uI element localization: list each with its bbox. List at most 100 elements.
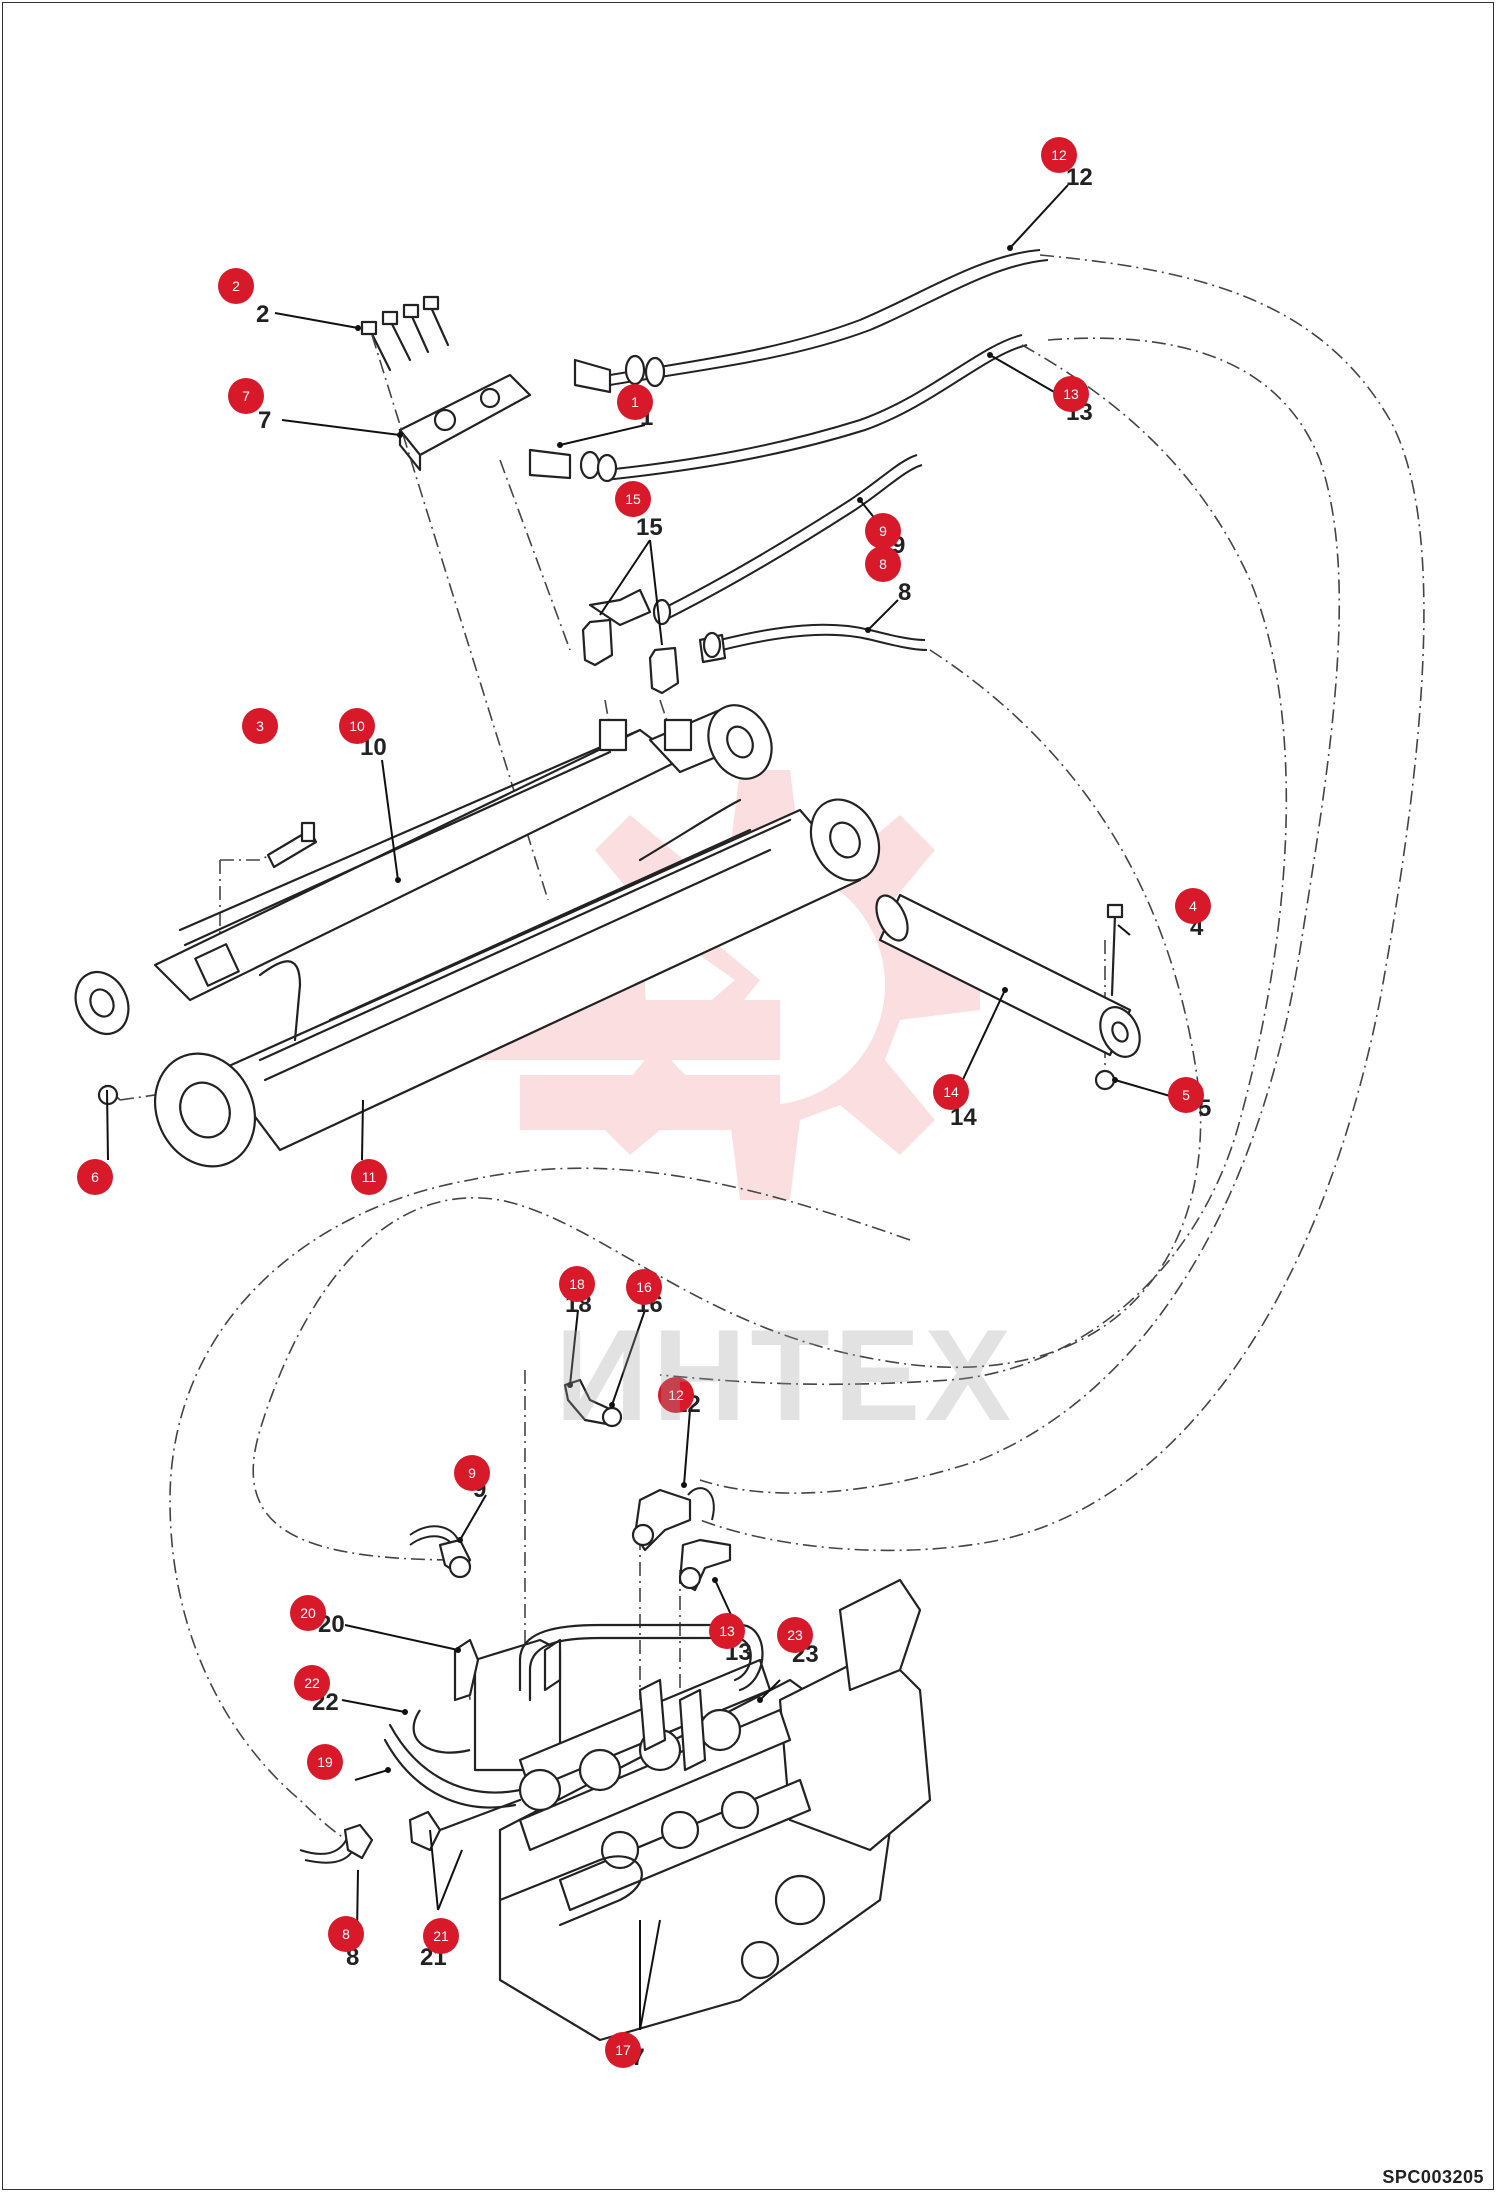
callout-11[interactable]: 11 xyxy=(351,1159,387,1195)
callout-label: 22 xyxy=(304,1675,320,1691)
callout-2[interactable]: 2 xyxy=(218,268,254,304)
callout-label: 2 xyxy=(232,278,240,294)
callout-circle[interactable] xyxy=(615,481,651,517)
callout-circle[interactable] xyxy=(351,1159,387,1195)
callout-13[interactable]: 13 xyxy=(709,1613,745,1649)
callout-circle[interactable] xyxy=(617,384,653,420)
part-number: 8 xyxy=(898,579,911,606)
hydraulic-hoses-upper xyxy=(528,249,1049,664)
part-number: 2 xyxy=(256,301,269,328)
callout-circle[interactable] xyxy=(294,1665,330,1701)
callout-9[interactable]: 9 xyxy=(865,513,901,549)
callout-label: 23 xyxy=(787,1627,803,1643)
callout-label: 1 xyxy=(631,394,639,410)
callout-circle[interactable] xyxy=(423,1918,459,1954)
callout-circle[interactable] xyxy=(218,268,254,304)
callout-label: 3 xyxy=(256,718,264,734)
callout-12[interactable]: 12 xyxy=(1041,137,1077,173)
callout-14[interactable]: 14 xyxy=(933,1074,969,1110)
callout-label: 13 xyxy=(1063,386,1079,402)
callout-19[interactable]: 19 xyxy=(307,1744,343,1780)
callout-3[interactable]: 3 xyxy=(242,708,278,744)
callout-20[interactable]: 20 xyxy=(290,1595,326,1631)
callout-8[interactable]: 8 xyxy=(865,546,901,582)
callout-circle[interactable] xyxy=(328,1916,364,1952)
callout-markers: 12 2 7 1 13 15 9 8 3 10 4 14 5 6 11 18 16 12 9 20 13 23 22 19 8 2… xyxy=(77,137,1211,2068)
callout-label: 4 xyxy=(1189,898,1197,914)
callout-label: 8 xyxy=(879,556,887,572)
callout-label: 8 xyxy=(342,1926,350,1942)
callout-4[interactable]: 4 xyxy=(1175,888,1211,924)
bolt-3-and-nut-6 xyxy=(97,821,318,1106)
callout-circle[interactable] xyxy=(1175,888,1211,924)
manifold-block xyxy=(398,373,532,472)
callout-23[interactable]: 23 xyxy=(777,1617,813,1653)
callout-circle[interactable] xyxy=(658,1377,694,1413)
callout-1[interactable]: 1 xyxy=(617,384,653,420)
callout-circle[interactable] xyxy=(339,708,375,744)
callout-label: 14 xyxy=(943,1084,959,1100)
callout-circle[interactable] xyxy=(1053,376,1089,412)
callout-5[interactable]: 5 xyxy=(1168,1077,1204,1113)
callout-circle[interactable] xyxy=(777,1617,813,1653)
callout-circle[interactable] xyxy=(933,1074,969,1110)
callout-16[interactable]: 16 xyxy=(626,1269,662,1305)
callout-circle[interactable] xyxy=(1041,137,1077,173)
callout-6[interactable]: 6 xyxy=(77,1159,113,1195)
part-number: 15 xyxy=(636,514,663,541)
callout-circle[interactable] xyxy=(307,1744,343,1780)
callout-12[interactable]: 12 xyxy=(658,1377,694,1413)
watermark-text: ИНТЕХ xyxy=(555,1302,1016,1448)
callout-circle[interactable] xyxy=(242,708,278,744)
callout-22[interactable]: 22 xyxy=(294,1665,330,1701)
hydraulic-cylinder-10 xyxy=(74,704,773,1035)
callout-13[interactable]: 13 xyxy=(1053,376,1089,412)
callout-circle[interactable] xyxy=(228,378,264,414)
callout-circle[interactable] xyxy=(559,1266,595,1302)
callout-circle[interactable] xyxy=(290,1595,326,1631)
callout-21[interactable]: 21 xyxy=(423,1918,459,1954)
callout-label: 18 xyxy=(569,1276,585,1292)
callout-circle[interactable] xyxy=(605,2032,641,2068)
callout-label: 19 xyxy=(317,1754,333,1770)
fittings-18-16 xyxy=(563,1378,623,1428)
callout-label: 20 xyxy=(300,1605,316,1621)
callout-label: 16 xyxy=(636,1279,652,1295)
callout-label: 5 xyxy=(1182,1087,1190,1103)
callout-label: 6 xyxy=(91,1169,99,1185)
callout-circle[interactable] xyxy=(1168,1077,1204,1113)
callout-9[interactable]: 9 xyxy=(454,1455,490,1491)
part-number-labels: 12 2 7 1 13 15 9 8 10 4 14 5 18 16 12 9 … xyxy=(106,164,1211,2071)
callout-label: 13 xyxy=(719,1623,735,1639)
mounting-bolts xyxy=(360,295,450,372)
callout-17[interactable]: 17 xyxy=(605,2032,641,2068)
callout-circle[interactable] xyxy=(626,1269,662,1305)
callout-10[interactable]: 10 xyxy=(339,708,375,744)
callout-label: 21 xyxy=(433,1928,449,1944)
callout-label: 9 xyxy=(468,1465,476,1481)
pivot-pin-14 xyxy=(875,893,1141,1091)
callout-label: 11 xyxy=(362,1169,377,1185)
callout-label: 9 xyxy=(879,523,887,539)
control-valve-assembly xyxy=(383,1578,932,2042)
callout-circle[interactable] xyxy=(454,1455,490,1491)
hydraulic-cylinder-11 xyxy=(153,798,881,1168)
callout-label: 17 xyxy=(615,2042,631,2058)
elbow-fittings xyxy=(581,618,680,695)
diagram-code: SPC003205 xyxy=(1382,2167,1484,2187)
callout-7[interactable]: 7 xyxy=(228,378,264,414)
callout-circle[interactable] xyxy=(77,1159,113,1195)
callout-8[interactable]: 8 xyxy=(328,1916,364,1952)
callout-15[interactable]: 15 xyxy=(615,481,651,517)
callout-label: 12 xyxy=(668,1387,684,1403)
callout-label: 15 xyxy=(625,491,641,507)
part-number: 7 xyxy=(258,407,271,434)
callout-circle[interactable] xyxy=(709,1613,745,1649)
callout-circle[interactable] xyxy=(865,546,901,582)
callout-18[interactable]: 18 xyxy=(559,1266,595,1302)
callout-circle[interactable] xyxy=(865,513,901,549)
callout-label: 12 xyxy=(1051,147,1067,163)
callout-label: 7 xyxy=(242,388,250,404)
